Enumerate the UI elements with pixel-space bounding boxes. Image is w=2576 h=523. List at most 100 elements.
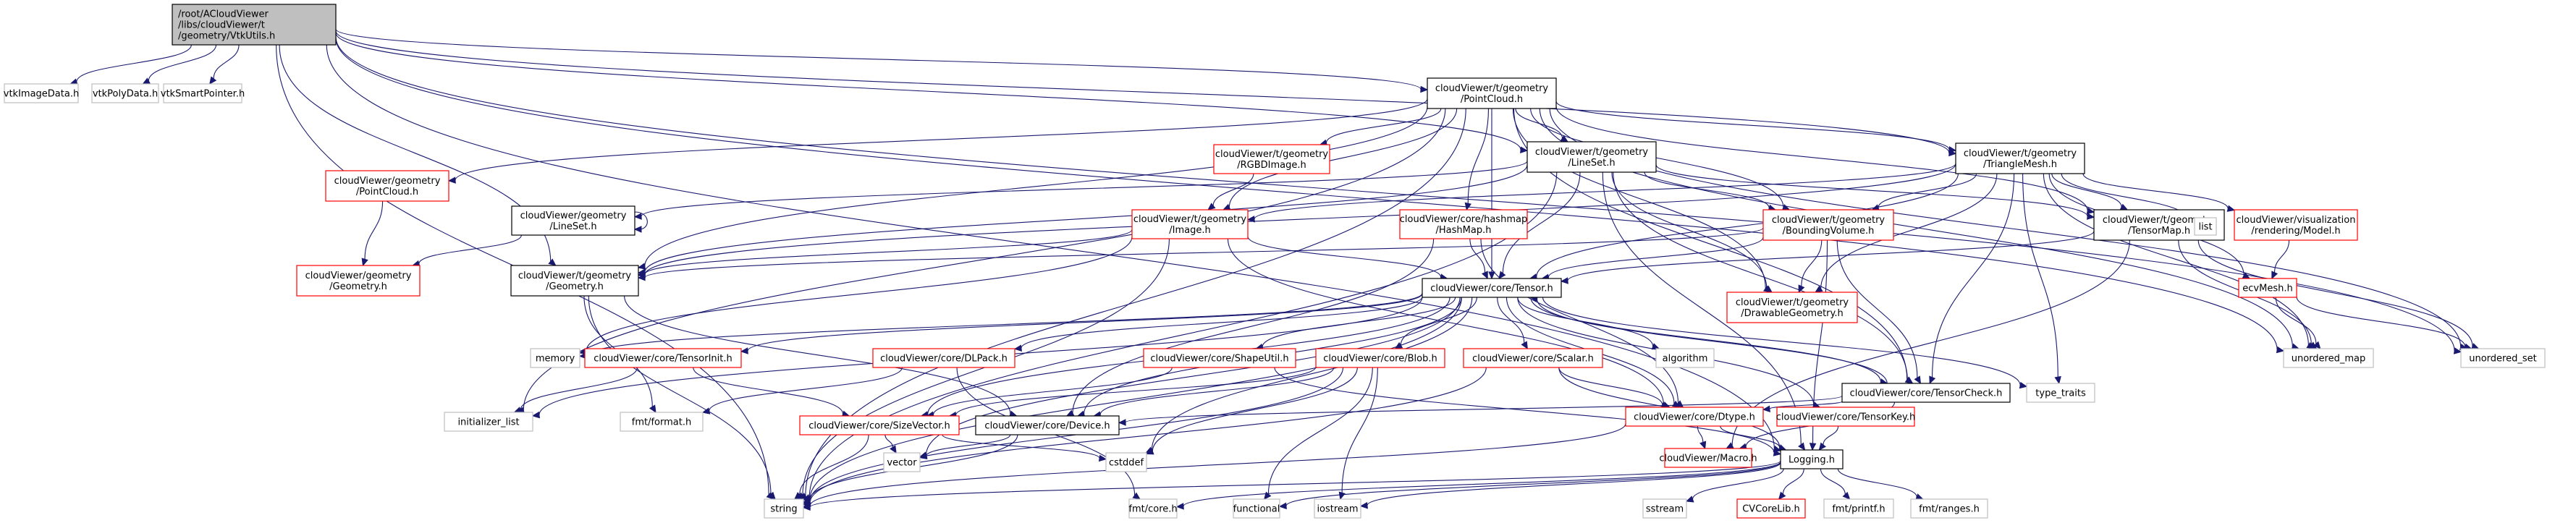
edge-Dtype-to-Macro (1697, 425, 1707, 450)
node-TensorCheck[interactable]: cloudViewer/core/TensorCheck.h (1841, 383, 2011, 403)
node-HashMap[interactable]: cloudViewer/core/hashmap/HashMap.h (1399, 209, 1528, 239)
edge-line (693, 367, 844, 414)
node-box (1463, 348, 1603, 368)
edge-line (709, 367, 903, 412)
node-box (1143, 348, 1296, 368)
edge-line (2197, 239, 2473, 346)
arrowhead-icon (2086, 213, 2095, 220)
node-Scalar[interactable]: cloudViewer/core/Scalar.h (1463, 348, 1603, 368)
node-label: algorithm (1663, 354, 1708, 365)
arrowhead-icon (1914, 375, 1922, 385)
node-root[interactable]: /root/ACloudViewer/libs/cloudViewer/t/ge… (172, 4, 337, 46)
node-box (1131, 209, 1249, 239)
node-SizeVector[interactable]: cloudViewer/core/SizeVector.h (799, 415, 960, 435)
edge-line (809, 423, 1626, 506)
edge-line (1720, 425, 1781, 448)
node-Model[interactable]: cloudViewer/visualization/rendering/Mode… (2234, 209, 2358, 241)
node-box (1105, 452, 1147, 472)
node-ShapeUtil[interactable]: cloudViewer/core/ShapeUtil.h (1143, 348, 1296, 368)
arrowhead-icon (1699, 441, 1707, 450)
edge-line (76, 44, 192, 82)
node-label: cloudViewer/t/geometry (1435, 83, 1549, 94)
edge-Tensor-to-type_traits (1542, 297, 2028, 389)
arrowhead-icon (2086, 207, 2095, 215)
edge-line (1183, 461, 1781, 507)
arrowhead-icon (701, 407, 711, 414)
node-label: iostream (1317, 504, 1358, 515)
arrowhead-icon (1815, 285, 1823, 293)
edge-tPointCloud-to-tDrawable (1512, 108, 1772, 293)
edge-tRGBDImage-to-tImage (1207, 173, 1254, 211)
edge-line (364, 200, 384, 260)
arrowhead-icon (2271, 271, 2279, 280)
edge-tBoundingVolume-to-tGeometry (637, 227, 1764, 281)
node-label: cloudViewer/core/Device.h (984, 421, 1110, 432)
node-Blob[interactable]: cloudViewer/core/Blob.h (1315, 348, 1445, 368)
arrowhead-icon (1521, 341, 1528, 350)
edge-Blob-to-cstddef (1145, 367, 1358, 455)
node-CVCoreLib[interactable]: CVCoreLib.h (1736, 498, 1806, 519)
edge-tPointCloud-to-Tensor (1488, 109, 1495, 280)
node-Tensor[interactable]: cloudViewer/core/Tensor.h (1422, 278, 1562, 298)
node-gLineSet[interactable]: cloudViewer/geometry/LineSet.h (511, 205, 635, 236)
node-label: /PointCloud.h (1461, 94, 1523, 105)
edge-line (955, 366, 1317, 415)
node-tDrawable[interactable]: cloudViewer/t/geometry/DrawableGeometry.… (1726, 292, 1858, 323)
node-label: /RGBDImage.h (1237, 160, 1306, 171)
node-tImage[interactable]: cloudViewer/t/geometry/Image.h (1131, 209, 1249, 239)
arrowhead-icon (361, 258, 368, 267)
arrowhead-icon (1929, 375, 1936, 385)
edge-gPointCloud-to-gGeometry (361, 200, 384, 267)
edge-root-to-vtkPolyData (142, 44, 217, 85)
edge-Model-to-ecvMesh (2271, 239, 2290, 280)
node-box (1910, 498, 1988, 519)
node-DLPack[interactable]: cloudViewer/core/DLPack.h (872, 348, 1015, 368)
node-tBoundingVolume[interactable]: cloudViewer/t/geometry/BoundingVolume.h (1762, 209, 1894, 241)
node-Dtype[interactable]: cloudViewer/core/Dtype.h (1625, 407, 1764, 427)
edge-Logging-to-CVCoreLib (1778, 468, 1804, 500)
node-gGeometry[interactable]: cloudViewer/geometry/Geometry.h (296, 265, 421, 297)
node-gPointCloud[interactable]: cloudViewer/geometry/PointCloud.h (325, 170, 449, 202)
edge-tTriangleMesh-to-TensorCheck (1929, 173, 2015, 385)
arrowhead-icon (1809, 443, 1817, 451)
edge-tLineSet-to-Logging (1602, 171, 1806, 451)
node-Device[interactable]: cloudViewer/core/Device.h (975, 415, 1120, 435)
node-label: /geometry/VtkUtils.h (178, 31, 275, 42)
node-Macro[interactable]: cloudViewer/Macro.h (1659, 448, 1757, 468)
node-Logging[interactable]: Logging.h (1780, 449, 1844, 469)
edge-root-to-vtkSmartPointer (208, 44, 240, 85)
node-tTensorMap[interactable]: cloudViewer/t/geometry/TensorMap.h (2093, 209, 2225, 241)
node-ecvMesh[interactable]: ecvMesh.h (2238, 278, 2297, 298)
edge-tBoundingVolume-to-tDrawable (1798, 239, 1823, 294)
node-box (883, 452, 921, 472)
edge-line (1655, 164, 2088, 217)
edge-Device-to-vector (919, 434, 1011, 459)
edge-tGeometry-to-string (588, 295, 776, 500)
edge-line (2051, 173, 2122, 208)
node-tLineSet[interactable]: cloudViewer/t/geometry/LineSet.h (1526, 141, 1657, 173)
node-tPointCloud[interactable]: cloudViewer/t/geometry/PointCloud.h (1427, 77, 1557, 109)
node-box (530, 348, 580, 368)
edge-line (747, 293, 1423, 352)
arrowhead-icon (1762, 405, 1770, 412)
arrowhead-icon (2313, 341, 2321, 349)
edge-line (520, 367, 638, 411)
node-box (172, 4, 337, 46)
edge-line (2043, 173, 2309, 346)
node-tTriangleMesh[interactable]: cloudViewer/t/geometry/TriangleMesh.h (1955, 143, 2085, 174)
edge-line (418, 234, 522, 264)
edge-line (2082, 173, 2229, 209)
arrowhead-icon (1778, 491, 1786, 500)
arrowhead-icon (633, 226, 642, 233)
node-TensorKey[interactable]: cloudViewer/core/TensorKey.h (1776, 407, 1915, 427)
edge-tLineSet-to-gLineSet (633, 161, 1528, 220)
node-label: cloudViewer/Macro.h (1659, 454, 1757, 464)
edge-line (884, 434, 893, 448)
edge-line (148, 44, 217, 81)
node-box (1762, 209, 1894, 241)
node-TensorInit[interactable]: cloudViewer/core/TensorInit.h (584, 348, 742, 368)
edge-line (335, 28, 1422, 90)
node-tGeometry[interactable]: cloudViewer/t/geometry/Geometry.h (510, 265, 639, 297)
node-tRGBDImage[interactable]: cloudViewer/t/geometry/RGBDImage.h (1213, 144, 1330, 174)
edge-line (2273, 239, 2290, 273)
